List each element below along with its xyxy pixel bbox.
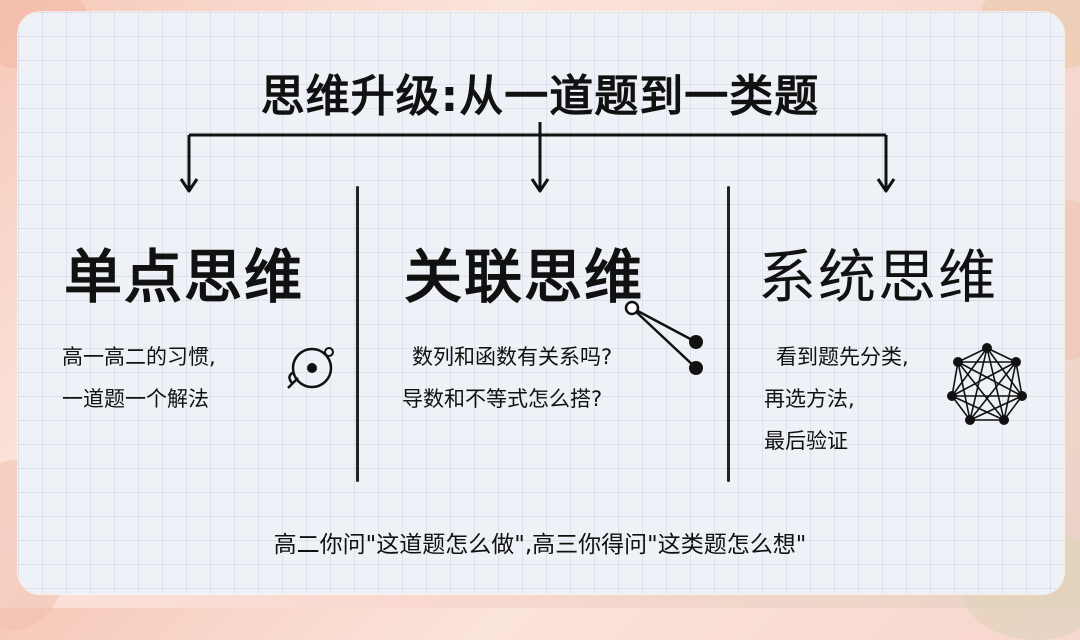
- desc-single-point-line-1: 高一高二的习惯,: [62, 345, 216, 369]
- footer-summary: 高二你问"这道题怎么做",高三你得问"这类题怎么想": [273, 532, 807, 558]
- arrow-middle-head: [530, 178, 550, 193]
- heading-linked: 关联思维: [404, 243, 645, 311]
- branch-connector: [179, 122, 896, 193]
- arrow-left-head: [179, 178, 199, 193]
- linked-nodes-icon: [624, 300, 703, 375]
- desc-system-line-2: 再选方法,: [764, 387, 855, 411]
- column-divider: [727, 186, 730, 482]
- desc-linked-line-1: 数列和函数有关系吗?: [412, 345, 613, 369]
- arrow-right-head: [876, 178, 896, 193]
- single-point-orbit-icon: [287, 347, 334, 389]
- heading-system: 系统思维: [758, 243, 999, 311]
- heading-single-point: 单点思维: [64, 243, 305, 311]
- desc-system-line-1: 看到题先分类,: [776, 345, 909, 369]
- grid-card: [18, 12, 1064, 594]
- page-title: 思维升级:从一道题到一类题: [260, 71, 820, 122]
- desc-system-line-3: 最后验证: [764, 429, 848, 453]
- network-graph-icon: [947, 343, 1027, 425]
- desc-single-point-line-2: 一道题一个解法: [62, 387, 209, 411]
- desc-linked-line-2: 导数和不等式怎么搭?: [402, 387, 603, 411]
- column-divider: [356, 186, 359, 482]
